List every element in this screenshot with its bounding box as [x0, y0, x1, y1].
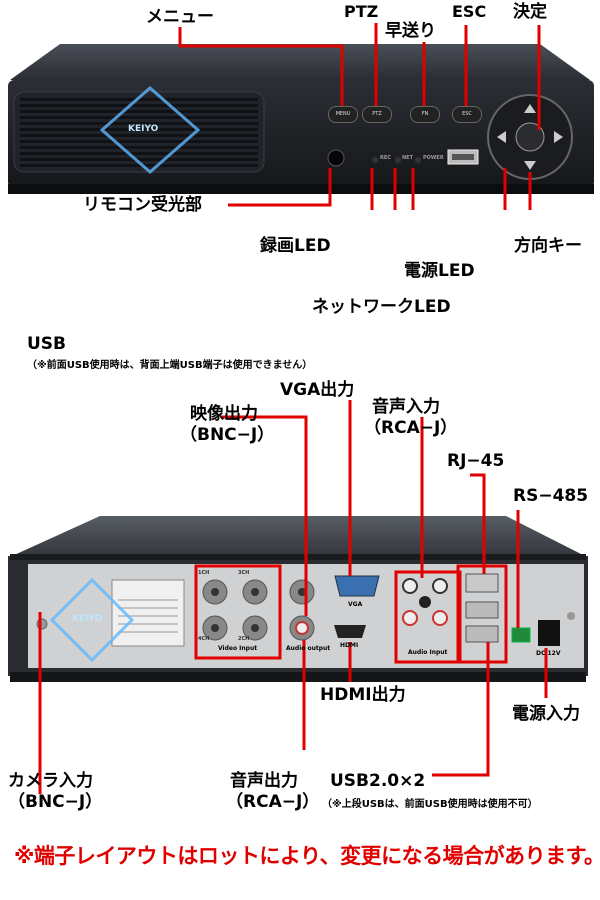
channel-label-3: 3CH: [238, 570, 250, 576]
footer-note: ※端子レイアウトはロットにより、変更になる場合があります。: [14, 844, 600, 868]
video-input-panel-label: Video Input: [218, 645, 258, 652]
net-led-label: NET: [402, 155, 414, 161]
label-ptz: PTZ: [344, 2, 379, 21]
label-direction-keys: 方向キー: [514, 236, 582, 256]
label-camera-in: カメラ入力: [8, 771, 93, 791]
label-ir-receiver: リモコン受光部: [83, 195, 202, 215]
ptz-button[interactable]: PTZ: [362, 106, 392, 123]
label-rec-led: 録画LED: [260, 236, 331, 256]
hdmi-panel-label: HDMI: [340, 642, 359, 649]
rec-led-label: REC: [380, 155, 391, 161]
dvr-rear-device: KEIYO Video Input Audio output Audio Inp…: [0, 380, 600, 840]
label-network-led: ネットワークLED: [312, 297, 451, 317]
fn-button[interactable]: FN: [410, 106, 440, 123]
dvr-front-drawing: [8, 23, 594, 210]
label-rs485: RS−485: [513, 486, 589, 506]
dc-panel-label: DC 12V: [536, 650, 561, 657]
label-enter: 決定: [513, 2, 547, 22]
channel-label-2: 2CH: [238, 636, 250, 642]
label-camera-in-type: （BNC−J）: [8, 792, 103, 812]
front-brand-logo: KEIYO: [128, 124, 159, 134]
label-usb2-note: （※上段USBは、前面USB使用時は使用不可）: [322, 799, 538, 810]
channel-label-1: 1CH: [198, 570, 210, 576]
power-led-label: POWER: [423, 155, 444, 161]
esc-button[interactable]: ESC: [452, 106, 482, 123]
label-hdmi-out: HDMI出力: [320, 685, 406, 705]
channel-label-4: 4CH: [198, 636, 210, 642]
label-power-led: 電源LED: [404, 261, 475, 281]
label-esc: ESC: [452, 2, 487, 21]
label-rj45: RJ−45: [447, 451, 505, 471]
label-menu: メニュー: [146, 7, 214, 27]
menu-button[interactable]: MENU: [328, 106, 358, 123]
label-video-out-type: （BNC−J）: [180, 425, 275, 445]
rear-brand-logo: KEIYO: [72, 614, 103, 624]
label-fast-forward: 早送り: [385, 21, 436, 41]
label-audio-out: 音声出力: [230, 771, 298, 791]
label-video-out: 映像出力: [190, 404, 258, 424]
label-usb2: USB2.0×2: [330, 771, 426, 791]
audio-input-panel-label: Audio Input: [408, 649, 448, 656]
label-audio-out-type: （RCA−J）: [226, 792, 320, 812]
label-usb-front: USB: [27, 334, 67, 354]
vga-panel-label: VGA: [348, 601, 363, 608]
audio-output-panel-label: Audio output: [286, 645, 331, 652]
label-vga-out: VGA出力: [280, 380, 355, 400]
dvr-rear-drawing: [8, 400, 588, 794]
label-audio-in: 音声入力: [372, 397, 440, 417]
label-usb-front-note: （※前面USB使用時は、背面上端USB端子は使用できません）: [27, 360, 313, 371]
dvr-front-device: KEIYO MENU PTZ FN ESC REC NET POWER: [0, 0, 600, 210]
label-power-in: 電源入力: [512, 704, 580, 724]
label-audio-in-type: （RCA−J）: [364, 418, 458, 438]
